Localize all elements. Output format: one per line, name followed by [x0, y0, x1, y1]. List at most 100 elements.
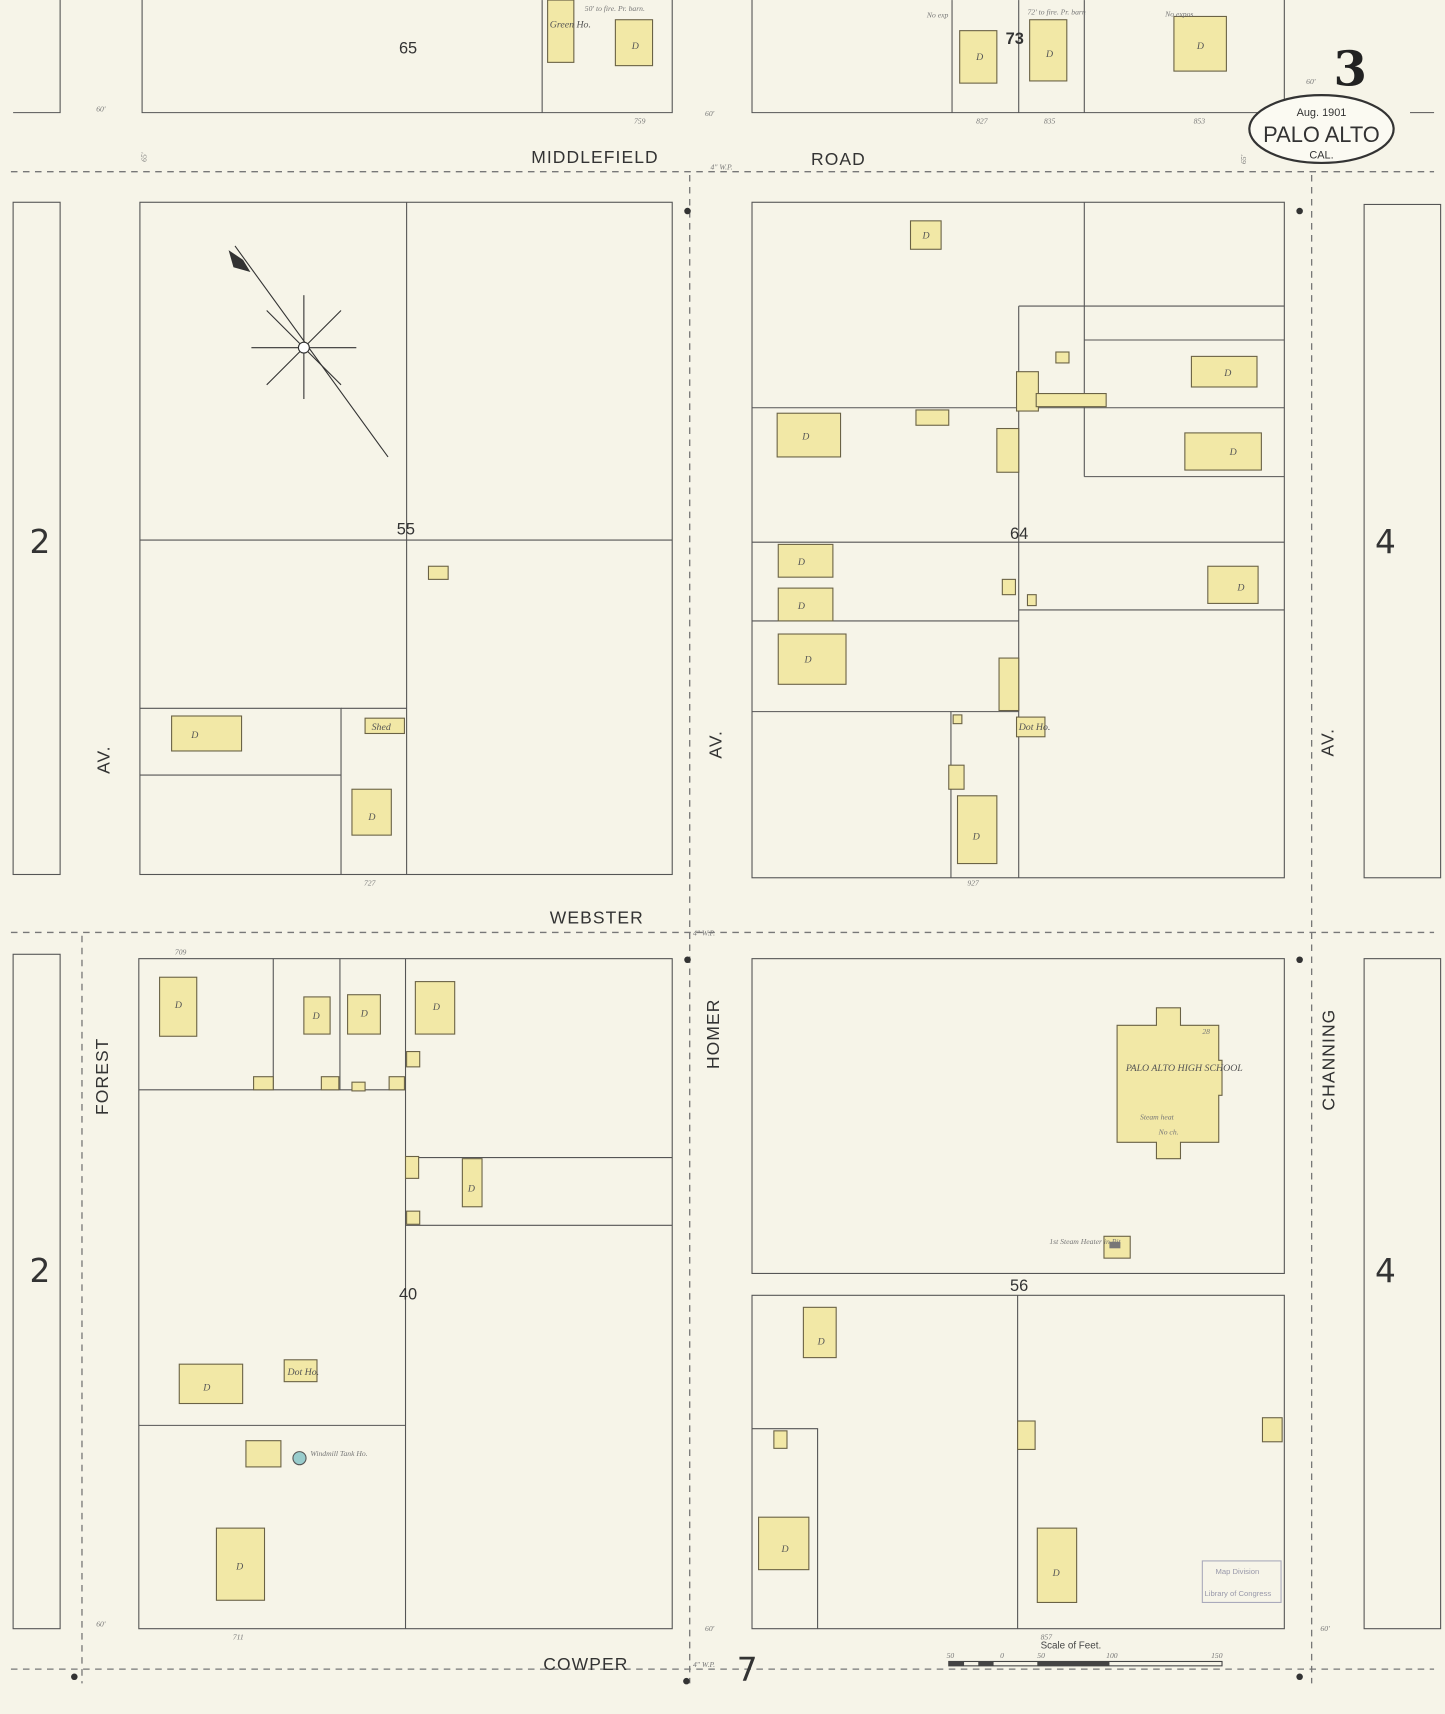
dwelling	[1184, 432, 1262, 471]
svg-text:150: 150	[1211, 1651, 1223, 1660]
adjacent-sheet-ref: 4	[1375, 1252, 1396, 1290]
svg-text:50: 50	[1037, 1651, 1045, 1660]
street-label-middlefield: MIDDLEFIELD	[531, 147, 659, 167]
adjacent-sheet-ref: 7	[737, 1651, 758, 1689]
note: 60'	[96, 1620, 106, 1629]
dwelling	[777, 587, 834, 622]
title-cartouche: Aug. 1901 PALO ALTO CAL.	[1248, 94, 1395, 165]
street-label-homer-av: AV.	[705, 730, 725, 759]
dwelling	[351, 788, 392, 836]
dwelling	[777, 633, 847, 685]
note: 60'	[705, 1624, 715, 1633]
note: 4" W.P.	[710, 162, 732, 171]
svg-text:D: D	[797, 557, 805, 568]
dwelling	[802, 1306, 837, 1359]
dwelling	[1036, 1527, 1078, 1604]
adjacent-sheet-ref: 4	[1375, 523, 1396, 561]
block-number: 55	[397, 521, 415, 539]
svg-text:D: D	[801, 431, 809, 442]
scale-of-feet: Scale of Feet. 50 0 50 100 150	[947, 1640, 1223, 1667]
svg-text:28: 28	[1202, 1027, 1210, 1036]
svg-text:D: D	[190, 730, 198, 741]
svg-text:D: D	[803, 654, 811, 665]
svg-text:D: D	[631, 41, 639, 52]
street-label-homer: HOMER	[703, 999, 723, 1070]
svg-text:Dot Ho.: Dot Ho.	[286, 1367, 319, 1378]
street-label-channing: CHANNING	[1319, 1009, 1339, 1111]
svg-text:Shed: Shed	[372, 722, 391, 733]
svg-text:CAL.: CAL.	[1309, 150, 1333, 162]
svg-text:D: D	[797, 601, 805, 612]
svg-text:D: D	[1052, 1568, 1060, 1579]
house-number: 827	[976, 117, 989, 126]
block-number: 56	[1010, 1277, 1028, 1295]
dwelling	[159, 976, 198, 1037]
svg-text:D: D	[432, 1002, 440, 1013]
svg-text:Aug. 1901: Aug. 1901	[1297, 107, 1347, 119]
svg-text:Windmill Tank Ho.: Windmill Tank Ho.	[310, 1449, 367, 1458]
svg-text:D: D	[367, 812, 375, 823]
block-number: 65	[399, 40, 417, 58]
svg-text:50: 50	[947, 1651, 955, 1660]
svg-text:D: D	[975, 52, 983, 63]
svg-text:Steam heat: Steam heat	[1140, 1112, 1175, 1121]
note: 60'	[96, 105, 106, 114]
dwelling	[758, 1516, 810, 1571]
house-number: 835	[1044, 117, 1056, 126]
dwelling	[956, 795, 998, 865]
dwelling	[776, 412, 842, 458]
library-stamp: Map Division Library of Congress	[1201, 1560, 1282, 1604]
house-number: 857	[1041, 1633, 1054, 1642]
svg-text:100: 100	[1106, 1651, 1118, 1660]
dwelling	[1207, 565, 1259, 604]
dot-house	[1017, 1420, 1036, 1450]
block-number: 40	[399, 1286, 417, 1304]
street-label-channing-av: AV.	[1318, 728, 1338, 757]
green-house	[547, 0, 575, 63]
dwelling	[347, 994, 381, 1035]
street-label-forest-av: AV.	[93, 745, 113, 774]
svg-text:D: D	[1045, 49, 1053, 60]
svg-text:D: D	[467, 1183, 475, 1194]
shed	[364, 717, 405, 735]
block-number: 73	[1006, 30, 1024, 48]
dwelling	[178, 1363, 244, 1405]
svg-text:0: 0	[1000, 1651, 1004, 1660]
svg-text:D: D	[174, 1000, 182, 1011]
sheet-number: 3	[1334, 41, 1367, 97]
note: 65'	[139, 152, 148, 162]
dot-house	[283, 1359, 318, 1383]
block-number: 64	[1010, 525, 1028, 543]
note: 50' to fire. Pr. barn.	[585, 4, 645, 13]
note: 60'	[705, 109, 715, 118]
dot-house	[1015, 716, 1046, 738]
house-number: 759	[634, 117, 646, 126]
dwelling	[614, 19, 654, 67]
svg-text:Dot Ho.: Dot Ho.	[1018, 722, 1051, 733]
street-label-road: ROAD	[811, 149, 866, 169]
house-number: 727	[364, 878, 377, 887]
dwelling	[461, 1158, 483, 1208]
outbuilding	[427, 565, 449, 580]
svg-text:Library of Congress: Library of Congress	[1205, 1589, 1272, 1598]
svg-text:D: D	[312, 1011, 320, 1022]
street-label-webster: WEBSTER	[550, 908, 644, 928]
svg-text:D: D	[781, 1544, 789, 1555]
svg-text:D: D	[1229, 447, 1237, 458]
note: 4" W.P.	[693, 929, 715, 938]
street-label-cowper: COWPER	[543, 1654, 628, 1674]
svg-text:PALO ALTO: PALO ALTO	[1263, 122, 1380, 147]
house-number: 709	[175, 947, 187, 956]
street-lines	[10, 171, 1435, 1685]
dwelling	[959, 30, 998, 84]
street-label-forest: FOREST	[92, 1038, 112, 1115]
note: 72' to fire. Pr. barn	[1027, 7, 1085, 16]
note: No expos	[1164, 9, 1193, 18]
note: 60'	[1320, 1624, 1330, 1633]
dwelling	[1173, 15, 1227, 72]
dwelling	[777, 543, 834, 578]
note: No exp	[926, 11, 949, 20]
svg-text:D: D	[1236, 582, 1244, 593]
dwelling	[1029, 19, 1068, 82]
